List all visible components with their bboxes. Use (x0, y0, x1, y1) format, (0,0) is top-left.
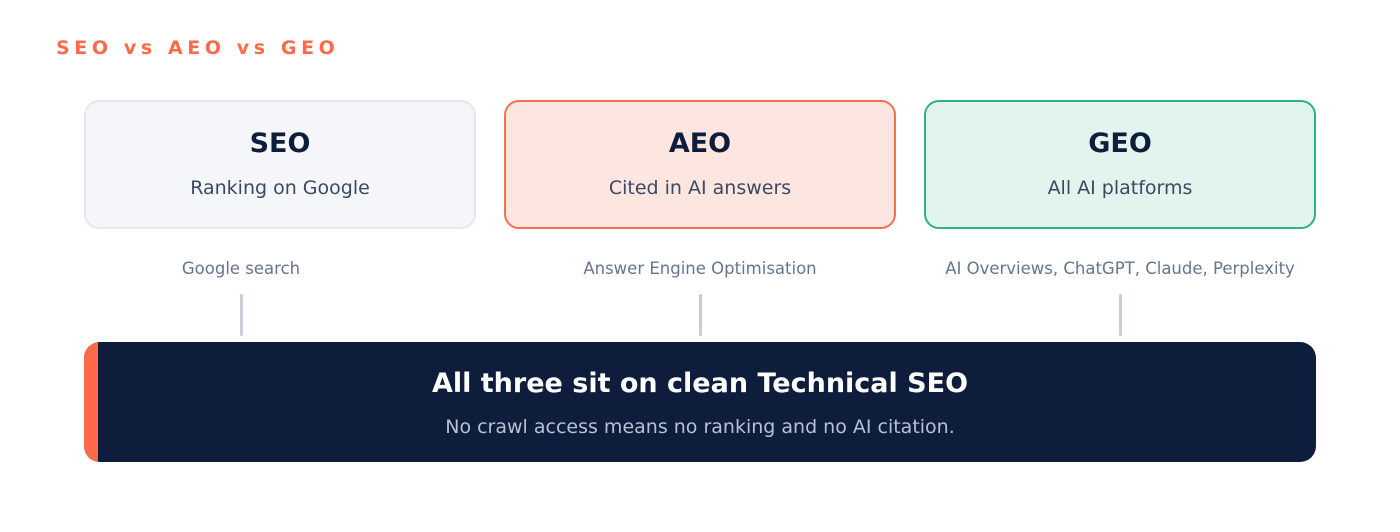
aeo-card-subtitle: Cited in AI answers (608, 177, 792, 199)
aeo-card: AEO Cited in AI answers (504, 100, 896, 229)
seo-connector (239, 294, 243, 336)
aeo-card-title: AEO (668, 128, 732, 159)
geo-card-subtitle: All AI platforms (1047, 177, 1193, 199)
section-eyebrow: SEO vs AEO vs GEO (56, 37, 340, 59)
seo-card: SEO Ranking on Google (84, 100, 476, 229)
geo-card-title: GEO (1088, 128, 1152, 159)
technical-seo-foundation: All three sit on clean Technical SEO No … (84, 342, 1316, 462)
seo-card-title: SEO (249, 128, 311, 159)
foundation-subtitle: No crawl access means no ranking and no … (445, 416, 955, 438)
foundation-accent-bar (84, 342, 98, 462)
seo-caption: Google search (181, 259, 301, 278)
geo-card: GEO All AI platforms (924, 100, 1316, 229)
geo-caption: AI Overviews, ChatGPT, Claude, Perplexit… (945, 259, 1295, 278)
seo-card-subtitle: Ranking on Google (190, 177, 370, 199)
geo-connector (1118, 294, 1122, 336)
foundation-title: All three sit on clean Technical SEO (431, 368, 969, 399)
aeo-connector (698, 294, 702, 336)
aeo-caption: Answer Engine Optimisation (583, 259, 817, 278)
